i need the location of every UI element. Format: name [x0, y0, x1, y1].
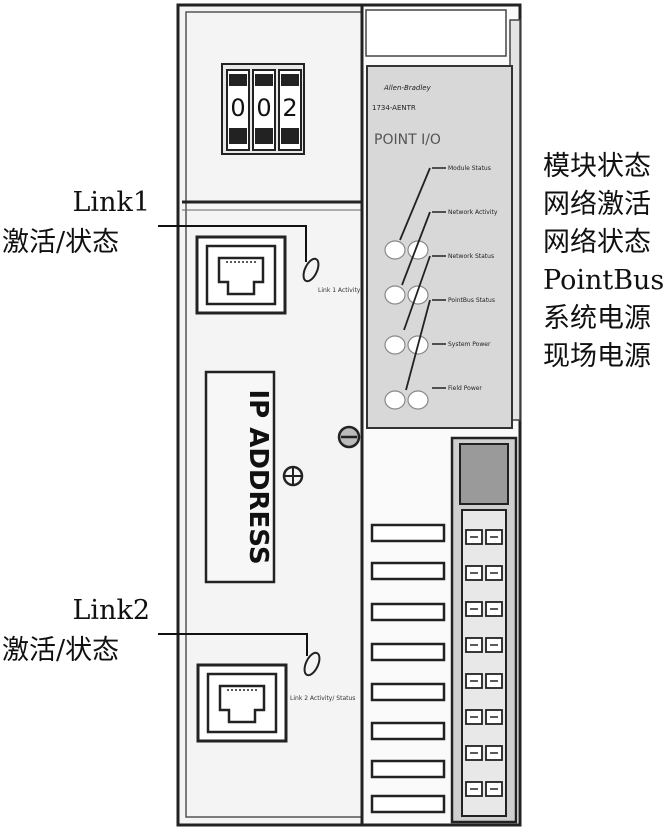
legend-network-status: 网络状态 — [543, 224, 664, 262]
legend-module-status: 模块状态 — [543, 148, 664, 186]
link1-name-label: Link1 — [70, 186, 150, 220]
status-led-caption: System Power — [448, 341, 491, 348]
ip-address-plate: IP ADDRESS — [206, 372, 274, 582]
model-text: 1734-AENTR — [372, 104, 416, 112]
cover-top-tab — [366, 10, 506, 56]
status-led-caption: Field Power — [448, 385, 482, 392]
vent-slot — [372, 684, 444, 700]
series-text: POINT I/O — [374, 132, 441, 148]
latch-screw[interactable] — [339, 427, 359, 447]
link2-port-caption: Link 2 Activity/ Status — [290, 695, 355, 702]
dip-digit-3: 2 — [282, 94, 297, 122]
status-led — [385, 391, 405, 409]
ip-rotary-switches[interactable]: 0 0 2 — [222, 64, 304, 154]
dip-digit-1: 0 — [230, 94, 245, 122]
status-led-caption: PointBus Status — [448, 297, 495, 304]
vent-slot — [372, 723, 444, 739]
status-led — [385, 241, 405, 259]
status-led-caption: Module Status — [448, 165, 491, 172]
vent-slot — [372, 604, 444, 620]
status-led — [408, 391, 428, 409]
legend-system-power: 系统电源 — [543, 300, 664, 338]
link2-name-label: Link2 — [70, 594, 150, 628]
status-led — [385, 286, 405, 304]
ethernet-port-1[interactable] — [197, 237, 285, 313]
vent-slot — [372, 525, 444, 541]
ethernet-port-2[interactable] — [198, 665, 286, 741]
status-led-legend: 模块状态 网络激活 网络状态 PointBus 系统电源 现场电源 — [543, 148, 664, 376]
vent-slot — [372, 761, 444, 777]
vent-slot — [372, 563, 444, 579]
crosshair-icon — [284, 467, 302, 485]
vent-slot — [372, 644, 444, 660]
status-led-caption: Network Activity — [448, 209, 498, 216]
link2-desc-label: 激活/状态 — [2, 634, 119, 668]
terminal-block[interactable] — [452, 438, 516, 822]
status-led-caption: Network Status — [448, 253, 494, 260]
legend-field-power: 现场电源 — [543, 338, 664, 376]
legend-network-activity: 网络激活 — [543, 186, 664, 224]
vent-slot — [372, 796, 444, 812]
link1-desc-label: 激活/状态 — [2, 226, 119, 260]
dip-digit-2: 0 — [256, 94, 271, 122]
brand-text: Allen-Bradley — [383, 84, 432, 92]
ip-address-label: IP ADDRESS — [243, 389, 273, 564]
legend-pointbus-status: PointBus — [543, 262, 664, 300]
status-led — [385, 336, 405, 354]
